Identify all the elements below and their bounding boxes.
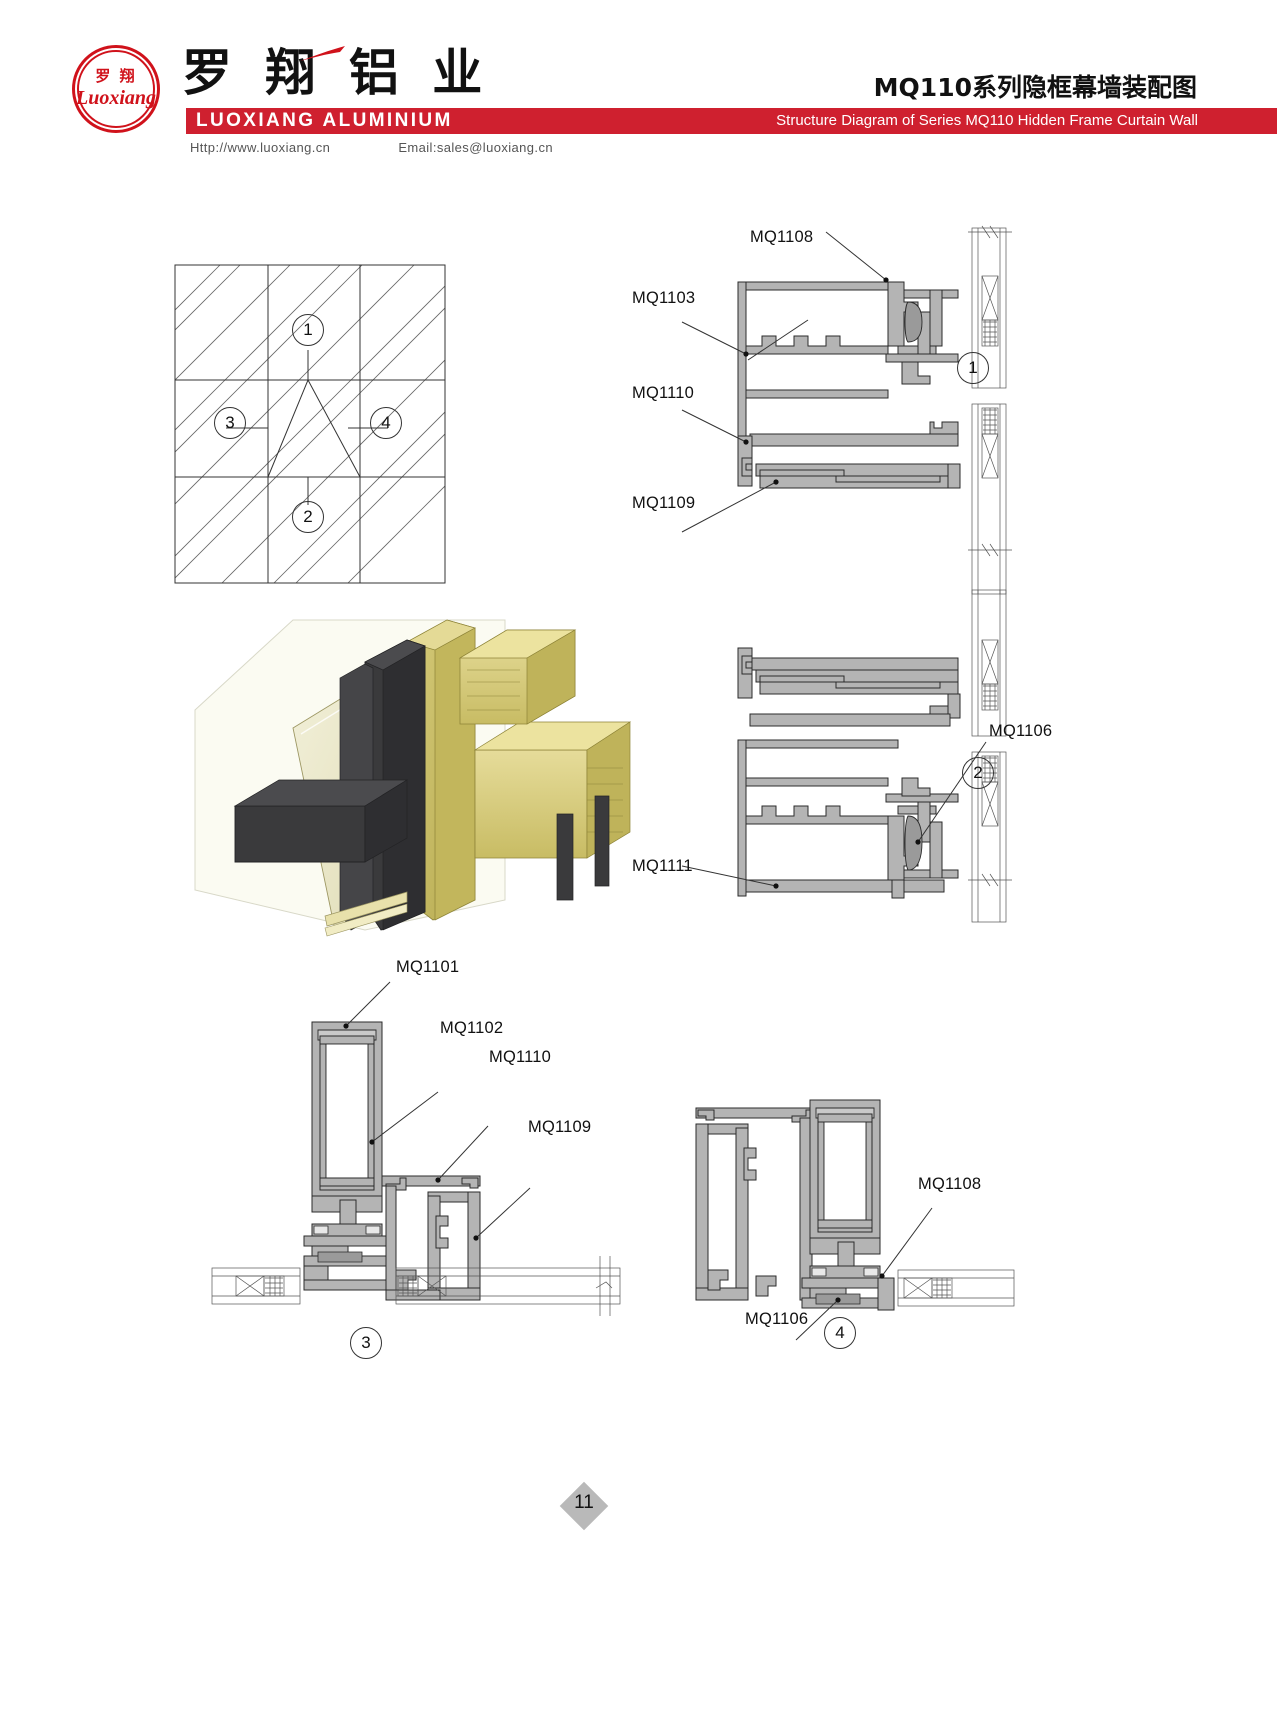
page-header: 罗 翔 Luoxiang 罗 翔 铝 业 LUOXIANG ALUMINIUM … [0, 0, 1277, 180]
render-top-profile-gold [458, 629, 577, 725]
curtain-wall-elevation-diagram [174, 264, 446, 584]
detail-4-label-mq1108: MQ1108 [918, 1175, 982, 1193]
website-text: Http://www.luoxiang.cn [190, 140, 331, 155]
render-anchor-pins [556, 795, 610, 901]
detail-1-glass-unit-upper [971, 227, 1007, 389]
detail-1-label-mq1109: MQ1109 [632, 494, 696, 512]
detail-2-label-mq1106: MQ1106 [989, 722, 1053, 740]
detail-2-glass-unit-upper [971, 589, 1007, 737]
elevation-callout-2[interactable]: 2 [292, 501, 324, 533]
detail-4-label-mq1106: MQ1106 [745, 1310, 809, 1328]
render-dark-cross-frame [233, 639, 426, 931]
brand-red-bar [186, 108, 1277, 134]
elevation-callout-4[interactable]: 4 [370, 407, 402, 439]
detail-1-label-mq1110: MQ1110 [632, 384, 695, 402]
logo-badge-chinese-text: 罗 翔 [95, 67, 137, 85]
brand-name-chinese: 罗 翔 铝 业 [182, 44, 491, 102]
detail-4-leader-lines [795, 1207, 933, 1341]
email-text: Email:sales@luoxiang.cn [398, 140, 553, 155]
detail-1-label-mq1108: MQ1108 [750, 228, 814, 246]
elevation-callout-1[interactable]: 1 [292, 314, 324, 346]
logo-outer-ring [72, 45, 160, 133]
detail-4-callout-number[interactable]: 4 [824, 1317, 856, 1349]
logo-inner-ring [77, 50, 155, 128]
logo-badge-english-text: Luoxiang [75, 87, 157, 109]
render-bottom-fins [324, 891, 408, 937]
elevation-leaders [226, 350, 388, 505]
page-number-text: 11 [574, 1492, 594, 1513]
detail-1-section [681, 225, 1012, 595]
detail-4-adapter-profile [695, 1107, 813, 1301]
brand-swoosh-icon [300, 46, 345, 61]
detail-3-label-mq1101: MQ1101 [396, 958, 460, 976]
detail-4-section [695, 1099, 1015, 1341]
page-number-badge: 11 [553, 1481, 615, 1531]
brand-name-english: LUOXIANG ALUMINIUM [196, 110, 453, 131]
glass-hatch-lines [175, 265, 445, 583]
detail-1-leader-lines [681, 231, 889, 533]
detail-4-panel-line [897, 1269, 1015, 1307]
detail-4-mullion-box [801, 1099, 895, 1311]
detail-3-callout-number[interactable]: 3 [350, 1327, 382, 1359]
contact-info: Http://www.luoxiang.cn Email:sales@luoxi… [190, 140, 553, 155]
page-title-chinese: MQ110系列隐框幕墙装配图 [873, 73, 1197, 102]
detail-3-section [211, 981, 621, 1316]
3d-isometric-render [194, 619, 632, 937]
detail-1-pressure-plate [737, 421, 961, 489]
detail-2-label-mq1111: MQ1111 [632, 857, 693, 875]
detail-1-label-mq1103: MQ1103 [632, 289, 696, 307]
detail-1-glass-unit-lower [968, 225, 1012, 595]
detail-1-callout-number[interactable]: 1 [957, 352, 989, 384]
elevation-grid [174, 264, 446, 584]
elevation-callout-3[interactable]: 3 [214, 407, 246, 439]
detail-2-pressure-plate [737, 647, 961, 727]
company-logo-badge: 罗 翔 Luoxiang [72, 45, 164, 137]
detail-3-adapter-profile [381, 1175, 481, 1301]
detail-3-label-mq1110: MQ1110 [489, 1048, 552, 1066]
detail-2-section [681, 589, 1012, 923]
detail-2-aluminium-profile [737, 739, 959, 899]
detail-3-mullion-box [303, 1021, 391, 1291]
detail-3-panel-line [211, 1256, 621, 1316]
detail-2-callout-number[interactable]: 2 [962, 757, 994, 789]
detail-3-label-mq1102: MQ1102 [440, 1019, 504, 1037]
detail-1-aluminium-profile [737, 281, 959, 437]
detail-3-leader-lines [343, 981, 531, 1241]
detail-3-label-mq1109: MQ1109 [528, 1118, 592, 1136]
page-title-english: Structure Diagram of Series MQ110 Hidden… [776, 112, 1198, 129]
